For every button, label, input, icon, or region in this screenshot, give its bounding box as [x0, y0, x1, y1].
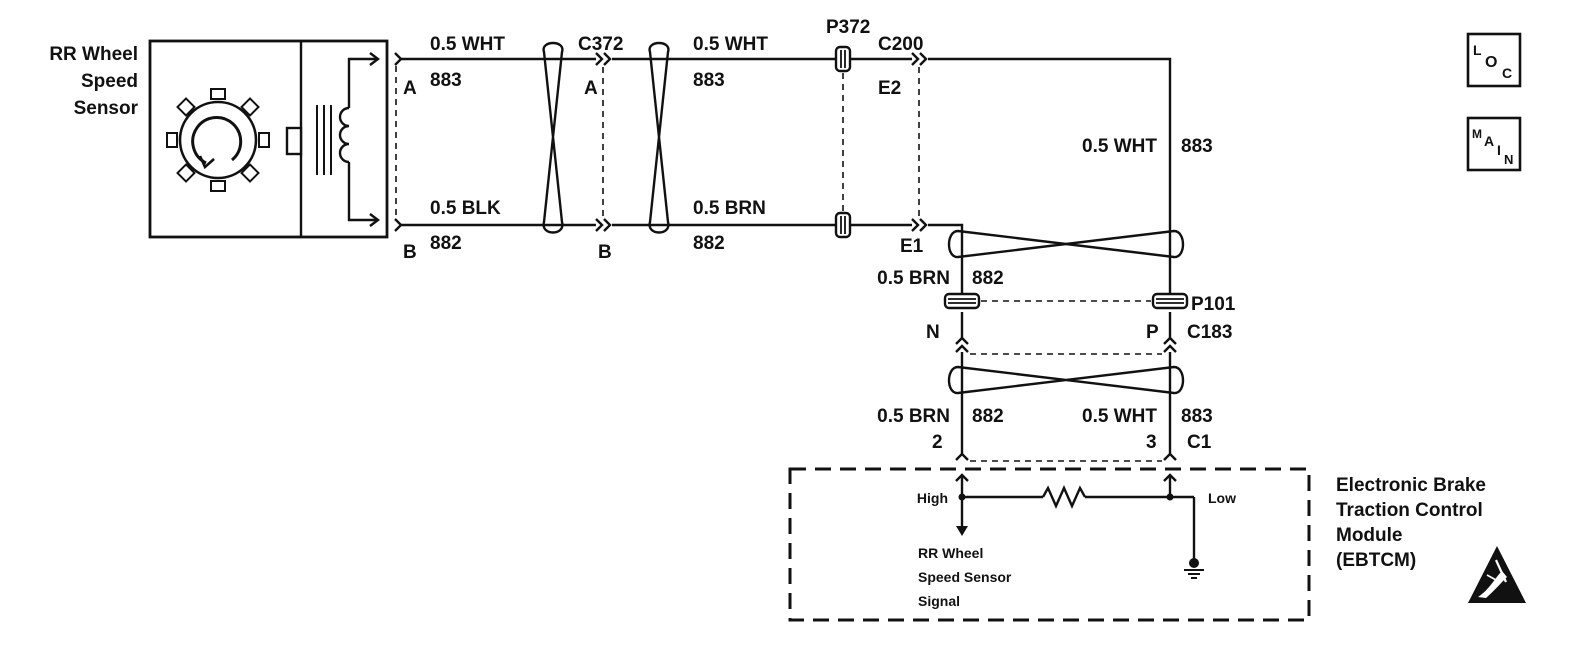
- connector-c1: [955, 452, 1177, 462]
- wire-circuit-label: 882: [972, 406, 1004, 427]
- wire-color-label: 0.5 WHT: [1082, 406, 1157, 427]
- low-label: Low: [1208, 490, 1236, 506]
- wire-color-label: 0.5 WHT: [693, 34, 768, 55]
- rr-wheel-speed-sensor: RR Wheel Speed Sensor: [49, 39, 389, 239]
- wire-color-label: 0.5 BRN: [877, 268, 950, 289]
- loc-icon: L O C: [1466, 32, 1522, 88]
- wire-circuit-label: 883: [430, 70, 462, 91]
- loc-letter-l: L: [1473, 42, 1482, 58]
- module-name-line-3: Module: [1336, 525, 1403, 546]
- wire-circuit-label: 883: [1181, 136, 1213, 157]
- connector-c183: [955, 336, 1177, 355]
- c372-label: C372: [578, 34, 623, 55]
- wire-brn-882-after-c200: [928, 223, 964, 293]
- c200-pin-e1-label: E1: [900, 236, 924, 257]
- c183-label: C183: [1187, 322, 1232, 343]
- p101-label: P101: [1191, 294, 1236, 315]
- module-name-line-2: Traction Control: [1336, 500, 1483, 521]
- ebtcm-module: Electronic Brake Traction Control Module…: [788, 467, 1526, 622]
- signal-label-line-3: Signal: [918, 593, 960, 609]
- wire-circuit-label: 882: [693, 233, 725, 254]
- wire-color-label: 0.5 BRN: [877, 406, 950, 427]
- wire-labels: 0.5 WHT 883 0.5 BLK 882 0.5 WHT 883 0.5 …: [430, 34, 1213, 427]
- c1-label: C1: [1187, 432, 1212, 453]
- main-icon: M A I N: [1466, 116, 1522, 172]
- module-name-line-4: (EBTCM): [1336, 550, 1416, 571]
- sensor-pin-b-label: B: [403, 242, 417, 263]
- wire-color-label: 0.5 BRN: [693, 198, 766, 219]
- connector-p101: [943, 292, 1189, 310]
- wire-circuit-label: 882: [430, 233, 462, 254]
- c200-label: C200: [878, 34, 923, 55]
- esd-warning-icon: [1468, 546, 1526, 603]
- p372-label: P372: [826, 17, 870, 38]
- connector-c200: [911, 52, 928, 232]
- wire-circuit-label: 883: [693, 70, 725, 91]
- main-wires: [401, 57, 1172, 454]
- twisted-pair-symbol-2: [648, 41, 670, 234]
- loc-letter-c: C: [1502, 65, 1512, 81]
- c372-pin-b-label: B: [598, 242, 612, 263]
- c1-pin-2-label: 2: [932, 432, 943, 453]
- c200-pin-e2-label: E2: [878, 78, 901, 99]
- high-label: High: [917, 490, 948, 506]
- connector-p372: [834, 45, 852, 239]
- twisted-pair-symbol-4: [947, 365, 1185, 395]
- wire-circuit-label: 883: [1181, 406, 1213, 427]
- signal-arrow-icon: [956, 526, 968, 536]
- connector-sensor-pins: [394, 52, 403, 232]
- c372-pin-a-label: A: [584, 78, 598, 99]
- wire-wht-883-after-c200: [928, 57, 1172, 293]
- connector-c372: [595, 52, 612, 232]
- signal-label-line-1: RR Wheel: [918, 545, 983, 561]
- sensor-coil-icon: [316, 52, 380, 227]
- pole-piece-icon: [285, 126, 303, 156]
- sensor-title-line-2: Speed: [81, 71, 138, 92]
- twisted-pair-symbol-1: [542, 41, 564, 234]
- sensor-housing: [148, 39, 389, 239]
- main-letter-a: A: [1484, 133, 1494, 149]
- module-boundary: [788, 467, 1311, 622]
- main-letter-i: I: [1497, 142, 1501, 158]
- signal-label-line-2: Speed Sensor: [918, 569, 1012, 585]
- connector-labels: A B C372 A B P372 C200 E2 E1 P101 C183 N…: [403, 17, 1236, 453]
- wire-color-label: 0.5 WHT: [1082, 136, 1157, 157]
- sensor-pin-a-label: A: [403, 78, 417, 99]
- wire-color-label: 0.5 WHT: [430, 34, 505, 55]
- c183-pin-n-label: N: [926, 322, 940, 343]
- module-name-line-1: Electronic Brake: [1336, 475, 1486, 496]
- wire-circuit-label: 882: [972, 268, 1004, 289]
- main-letter-n: N: [1504, 152, 1513, 167]
- c1-pin-3-label: 3: [1146, 432, 1157, 453]
- sensor-title-line-1: RR Wheel: [49, 44, 138, 65]
- ground-icon: [1184, 558, 1204, 579]
- twisted-pair-symbol-3: [947, 229, 1185, 259]
- c183-pin-p-label: P: [1146, 322, 1159, 343]
- tone-wheel-icon: [166, 88, 270, 192]
- resistor-icon: [1041, 485, 1087, 509]
- sensor-title-line-3: Sensor: [74, 98, 139, 119]
- main-letter-m: M: [1472, 127, 1482, 141]
- loc-letter-o: O: [1485, 54, 1497, 71]
- wire-color-label: 0.5 BLK: [430, 198, 501, 219]
